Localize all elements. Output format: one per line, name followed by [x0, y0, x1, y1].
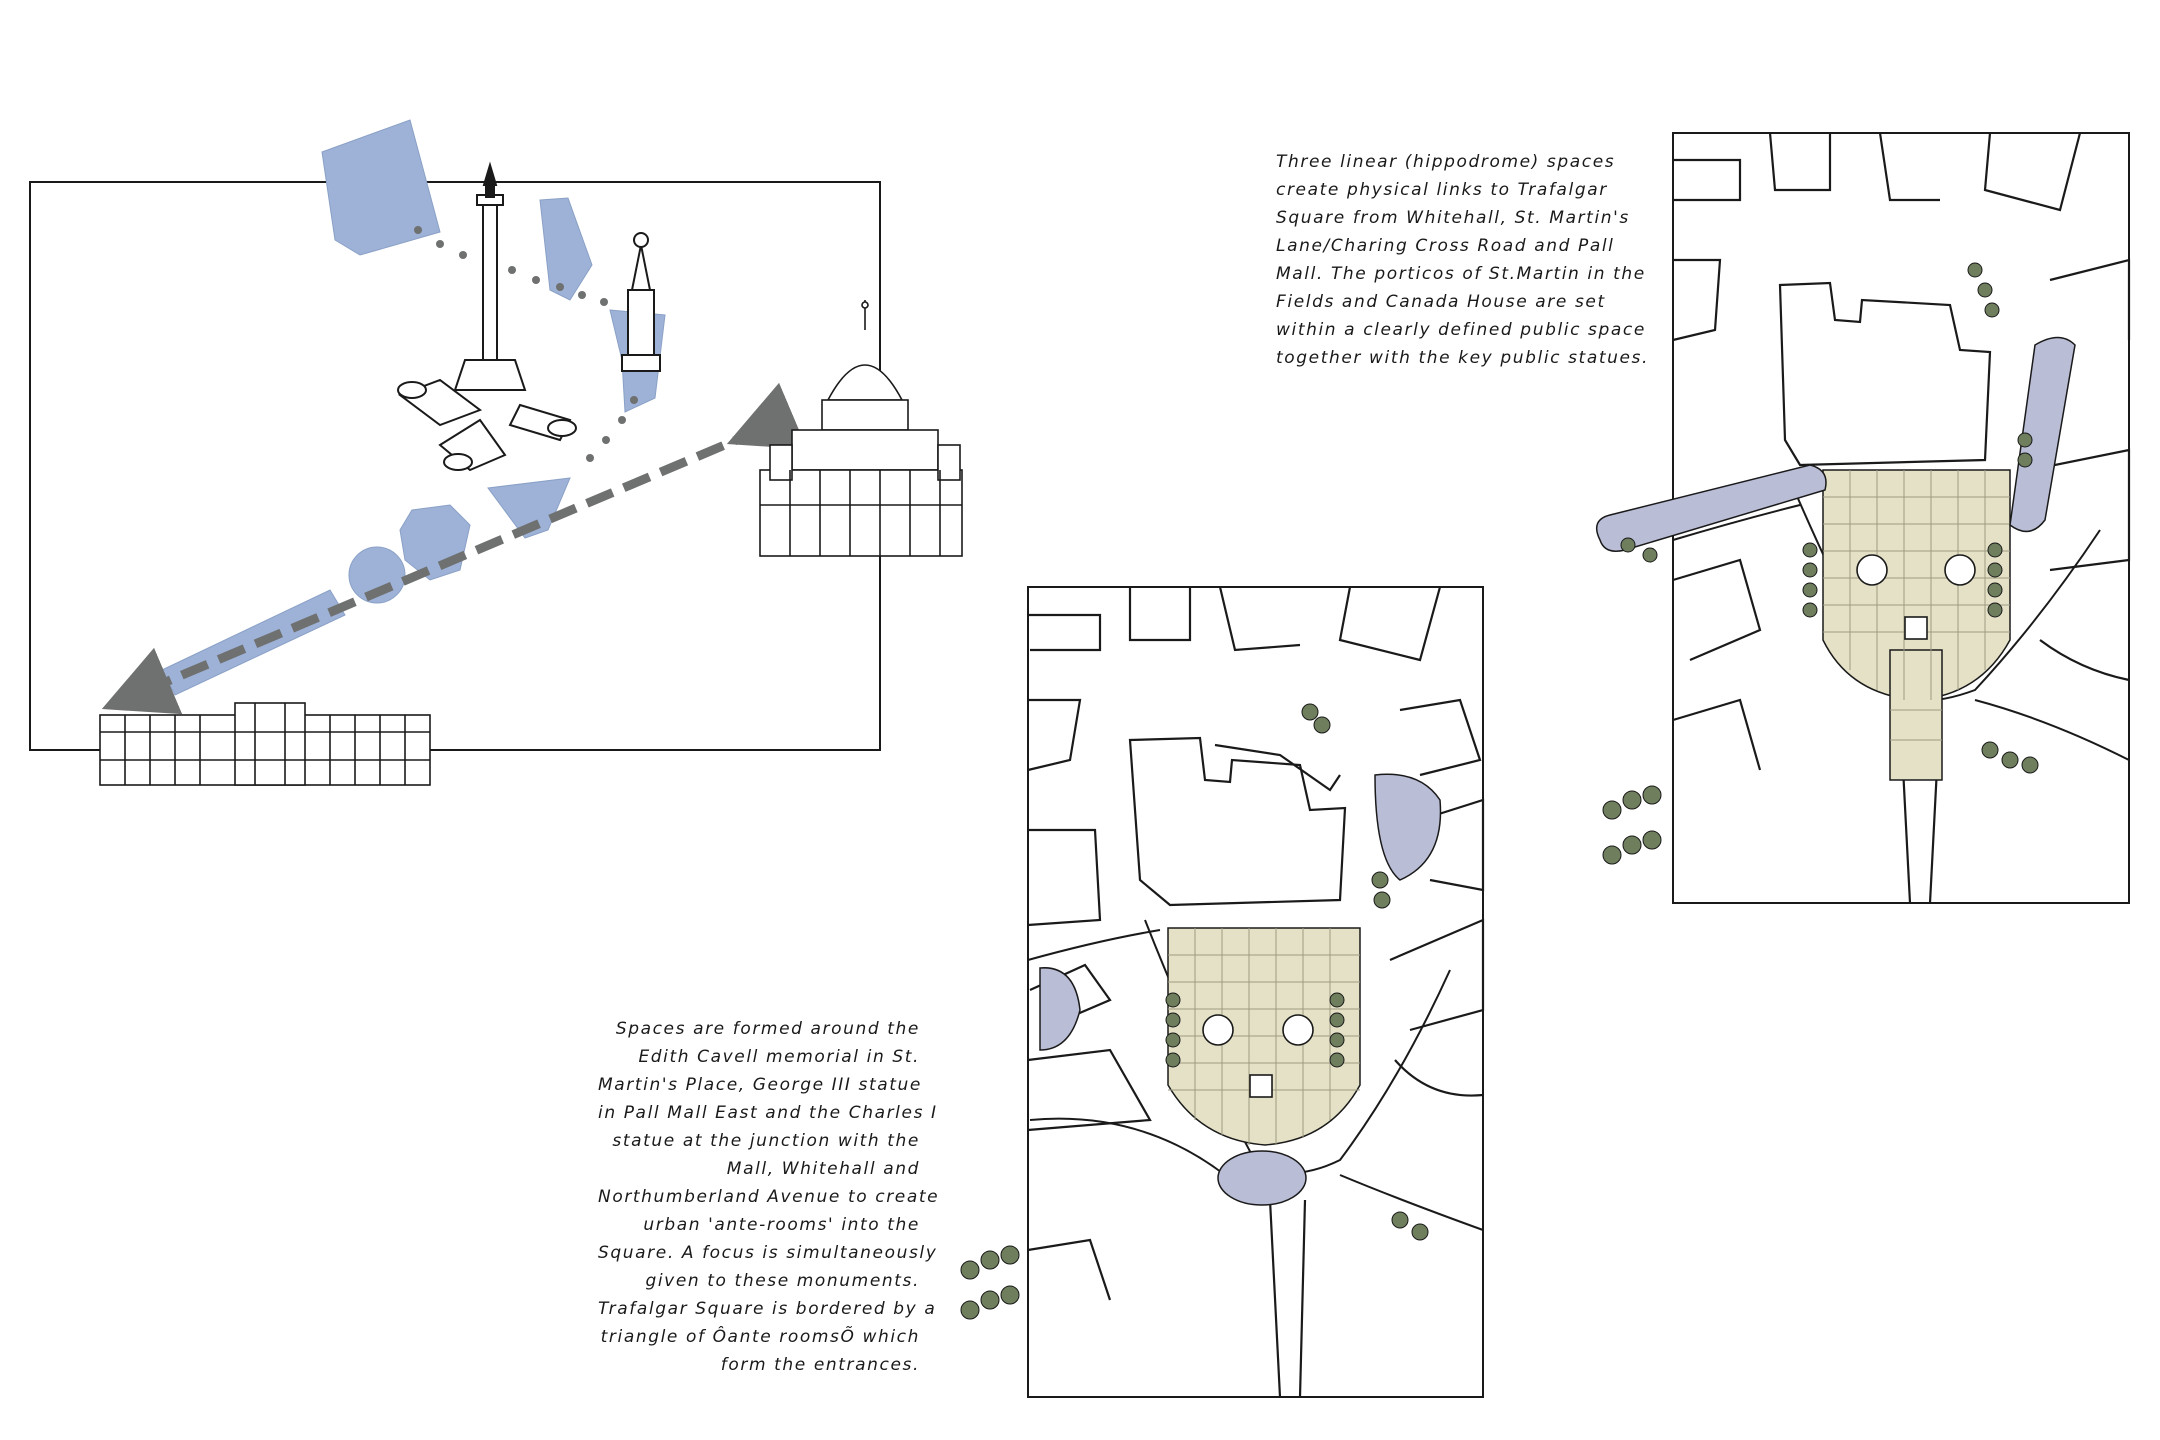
axis-arrow-line	[101, 382, 808, 715]
caption-line: Trafalgar Square is bordered by a	[598, 1299, 937, 1319]
caption-line: in Pall Mall East and the Charles I	[598, 1103, 938, 1123]
nelsons-column-drawing	[397, 161, 577, 472]
caption-line: Square from Whitehall, St. Martin's	[1276, 208, 1630, 228]
blue-space-middle	[539, 197, 593, 301]
caption-line: Square. A focus is simultaneously	[598, 1243, 938, 1263]
caption-line: within a clearly defined public space	[1276, 320, 1646, 340]
caption-line: statue at the junction with the	[612, 1131, 920, 1151]
plan-upper-hippodromes	[1595, 336, 2076, 552]
caption-line: Northumberland Avenue to create	[598, 1187, 940, 1207]
statue-drawing	[621, 232, 661, 372]
plan-upper-trees	[1602, 262, 2039, 865]
caption-line: Three linear (hippodrome) spaces	[1276, 152, 1616, 172]
caption-line: urban 'ante-rooms' into the	[643, 1215, 920, 1235]
caption-ante-rooms: Spaces are formed around the Edith Cavel…	[598, 1015, 940, 1379]
caption-line: Edith Cavell memorial in St.	[638, 1047, 920, 1067]
caption-line: form the entrances.	[720, 1355, 920, 1375]
blue-space-top	[321, 119, 441, 256]
plan-lower-ante-rooms	[1039, 773, 1442, 1206]
palace-elevation-drawing	[99, 702, 431, 786]
plan-lower-fountains	[1202, 1014, 1314, 1098]
plan-lower-paving-grid	[1168, 928, 1360, 1145]
caption-line: Mall, Whitehall and	[726, 1159, 920, 1179]
caption-line: given to these monuments.	[645, 1271, 920, 1291]
plan-lower-trees	[960, 703, 1429, 1320]
caption-line: triangle of Ôante roomsÕ which	[600, 1327, 920, 1347]
caption-line: create physical links to Trafalgar	[1276, 180, 1608, 200]
caption-line: together with the key public statues.	[1276, 348, 1650, 368]
caption-line: Mall. The porticos of St.Martin in the	[1276, 264, 1646, 284]
caption-line: Martin's Place, George III statue	[598, 1075, 922, 1095]
caption-line: Fields and Canada House are set	[1276, 292, 1606, 312]
plan-upper-link-street	[1889, 649, 1943, 781]
plan-upper-fountains	[1856, 554, 1976, 640]
caption-line: Lane/Charing Cross Road and Pall	[1276, 236, 1615, 256]
caption-line: Spaces are formed around the	[615, 1019, 920, 1039]
st-pauls-drawing	[759, 300, 963, 557]
caption-linear-spaces: Three linear (hippodrome) spaces create …	[1276, 148, 1649, 372]
